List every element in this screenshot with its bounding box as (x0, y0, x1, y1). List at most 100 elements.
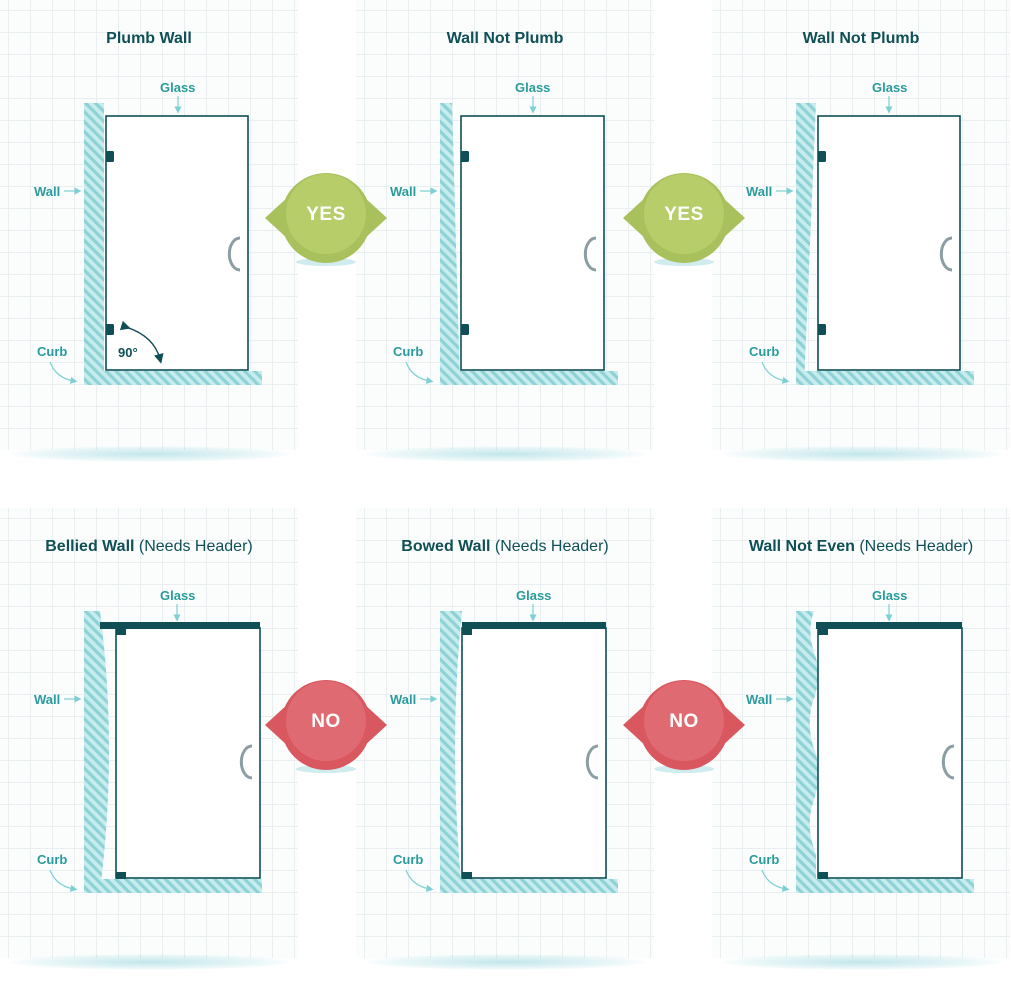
curb-label: Curb (749, 344, 780, 359)
wall-shape (796, 103, 816, 385)
badge-text: YES (664, 204, 704, 225)
curb-shape (796, 371, 974, 385)
panel-title: Wall Not Even (Needs Header) (748, 538, 974, 555)
door-handle (239, 744, 253, 780)
panel-title: Bowed Wall (Needs Header) (401, 538, 609, 555)
angle-arc (119, 320, 164, 364)
curb-label: Curb (749, 852, 780, 867)
diagram-panel-wall-not-plumb-1: Wall Not Plumb Glass Wall Curb (356, 0, 654, 462)
hinge-bottom (461, 324, 469, 335)
hinge-bottom (106, 324, 114, 335)
wall-shape (796, 611, 819, 891)
diagram-panel-bellied-wall: Bellied Wall (Needs Header) Glass Wall C… (0, 508, 298, 970)
curb-shape (84, 371, 262, 385)
badge-text: NO (311, 711, 341, 732)
diagram-panel-bowed-wall: Bowed Wall (Needs Header) Glass Wall Cur… (356, 508, 654, 970)
double-arrow-circle-icon (623, 680, 745, 773)
diagram-panel-plumb-wall: Plumb Wall Glass Wall Curb 90° (0, 0, 298, 462)
glass-door (460, 115, 605, 371)
curb-label: Curb (393, 852, 424, 867)
panel-shadow (722, 954, 1002, 970)
hinge-bottom (818, 324, 826, 335)
hinge-top (461, 151, 469, 162)
panel-shadow (10, 954, 290, 970)
wall-and-glass-illustration (49, 604, 262, 893)
door-handle (585, 744, 599, 780)
header-bar (462, 622, 606, 629)
panel-shadow (722, 446, 1002, 462)
wall-label: Wall (34, 692, 61, 707)
glass-door (817, 115, 961, 371)
curb-label: Curb (393, 344, 424, 359)
wall-label: Wall (34, 184, 61, 199)
wall-label: Wall (390, 692, 417, 707)
panel-shadow (10, 446, 290, 462)
panel-title: Bellied Wall (Needs Header) (45, 538, 253, 555)
header-clamp (116, 628, 126, 635)
glass-label: Glass (872, 80, 908, 95)
wall-label: Wall (746, 692, 773, 707)
curb-arrow (405, 869, 434, 892)
curb-label: Curb (37, 852, 68, 867)
double-arrow-circle-icon (265, 173, 387, 266)
wall-and-glass-illustration (405, 604, 618, 893)
panel-title: Wall Not Plumb (446, 30, 564, 47)
panel-shadow (366, 446, 646, 462)
glass-label: Glass (160, 80, 196, 95)
wall-shape (84, 103, 104, 385)
diagram-panel-wall-not-even: Wall Not Even (Needs Header) Glass Wall … (712, 508, 1010, 970)
curb-arrow (49, 869, 78, 892)
wall-shape (440, 103, 460, 385)
glass-door (105, 115, 249, 371)
wall-shape (440, 611, 462, 891)
angle-label: 90° (118, 345, 138, 360)
hinge-top (106, 151, 114, 162)
panel-title: Plumb Wall (106, 30, 192, 47)
door-handle (939, 236, 953, 272)
diagram-panel-wall-not-plumb-2: Wall Not Plumb Glass Wall Curb (712, 0, 1010, 462)
header-bar (100, 622, 260, 629)
double-arrow-circle-icon (265, 680, 387, 773)
door-handle (227, 236, 241, 272)
header-clamp (462, 628, 472, 635)
curb-arrow (761, 869, 790, 892)
glass-label: Glass (515, 80, 551, 95)
curb-shape (84, 879, 262, 893)
panel-shadow (366, 954, 646, 970)
curb-arrow (761, 361, 790, 384)
glass-label: Glass (160, 588, 196, 603)
wall-and-glass-illustration (49, 96, 262, 385)
bottom-clamp (818, 872, 828, 879)
panel-title: Wall Not Plumb (802, 30, 920, 47)
curb-shape (796, 879, 974, 893)
curb-arrow (49, 361, 78, 384)
wall-and-glass-illustration (405, 96, 618, 385)
wall-and-glass-illustration (761, 96, 974, 385)
bottom-clamp (462, 872, 472, 879)
no-badge-1: NO (263, 675, 389, 775)
curb-shape (440, 879, 618, 893)
glass-door (817, 627, 963, 879)
wall-label: Wall (746, 184, 773, 199)
wall-shape (84, 611, 109, 891)
badge-text: NO (669, 711, 699, 732)
door-handle (941, 744, 955, 780)
door-handle (583, 236, 597, 272)
double-arrow-circle-icon (623, 173, 745, 266)
glass-label: Glass (516, 588, 552, 603)
yes-badge-1: YES (263, 168, 389, 268)
glass-door (461, 627, 607, 879)
yes-badge-2: YES (621, 168, 747, 268)
glass-label: Glass (872, 588, 908, 603)
badge-text: YES (306, 204, 346, 225)
no-badge-2: NO (621, 675, 747, 775)
header-bar (816, 622, 962, 629)
glass-door (115, 627, 261, 879)
wall-and-glass-illustration (761, 604, 974, 893)
header-clamp (818, 628, 828, 635)
bottom-clamp (116, 872, 126, 879)
curb-shape (440, 371, 618, 385)
wall-label: Wall (390, 184, 417, 199)
curb-arrow (405, 361, 434, 384)
curb-label: Curb (37, 344, 68, 359)
